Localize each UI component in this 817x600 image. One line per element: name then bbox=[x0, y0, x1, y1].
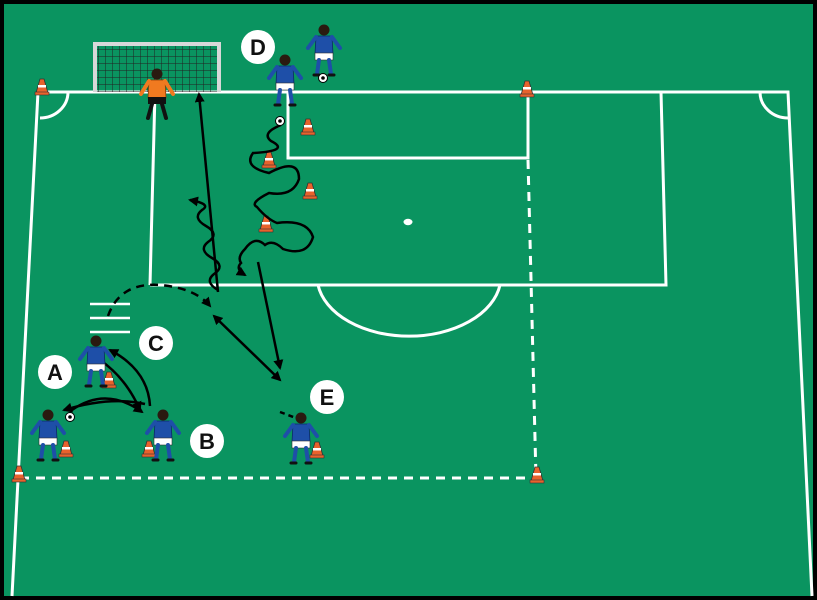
ball-icon bbox=[275, 116, 285, 126]
label-c: C bbox=[139, 326, 173, 360]
ball-icon bbox=[65, 412, 75, 422]
penalty-area bbox=[148, 91, 668, 287]
label-b-text: B bbox=[199, 429, 215, 454]
field-lines bbox=[10, 90, 814, 597]
ball-icon bbox=[318, 73, 328, 83]
run-arrow-e bbox=[256, 261, 284, 370]
dashed-run-c bbox=[106, 283, 212, 317]
touchlines bbox=[10, 90, 814, 597]
label-d: D bbox=[241, 30, 275, 64]
penalty-spot bbox=[403, 218, 413, 226]
corner-arc-right bbox=[758, 91, 789, 120]
penalty-arc bbox=[316, 284, 502, 338]
pass-arrow-e-c bbox=[212, 314, 281, 381]
label-c-text: C bbox=[148, 331, 164, 356]
corner-arc-left bbox=[39, 91, 70, 120]
dribble-wave-left bbox=[188, 196, 221, 292]
dashed-run-e bbox=[279, 410, 297, 420]
label-a-text: A bbox=[47, 360, 63, 385]
label-e-text: E bbox=[320, 385, 335, 410]
pitch-surface bbox=[4, 4, 813, 596]
pass-arrow-b-c bbox=[108, 348, 152, 407]
station-labels: A B C D E bbox=[38, 30, 344, 458]
label-b: B bbox=[190, 424, 224, 458]
label-a: A bbox=[38, 355, 72, 389]
hurdles bbox=[90, 302, 130, 334]
drill-area-boundary bbox=[20, 159, 538, 480]
dribble-wave-d bbox=[235, 123, 315, 277]
label-d-text: D bbox=[250, 35, 266, 60]
label-e: E bbox=[310, 380, 344, 414]
goal-area bbox=[286, 92, 530, 160]
